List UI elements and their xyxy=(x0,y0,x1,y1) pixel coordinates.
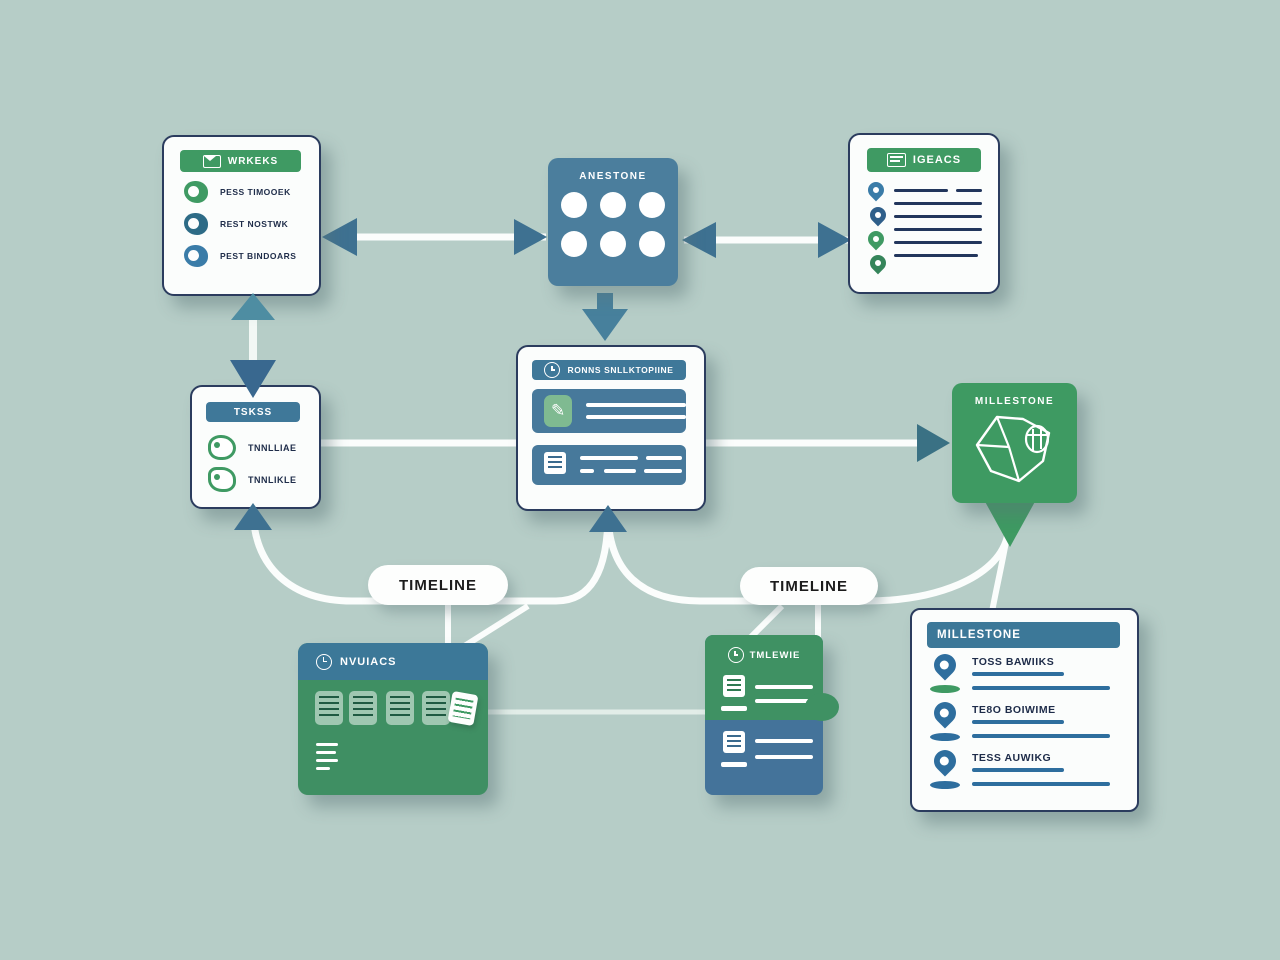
mini-calendar-icon xyxy=(349,691,377,725)
milestone-box-title: ANESTONE xyxy=(579,171,647,182)
document-pencil-icon: ✎ xyxy=(544,395,573,427)
swirl-icon xyxy=(184,245,208,267)
text-line xyxy=(972,768,1064,772)
modules-card-header: NVUIACS xyxy=(298,643,488,680)
swirl-outline-icon xyxy=(208,467,236,492)
arrowhead-right-into-green-milestone xyxy=(917,424,950,462)
pin-icon xyxy=(866,203,890,227)
milestone-list-title: MILLESTONE xyxy=(937,629,1021,641)
text-line xyxy=(956,189,982,192)
timeline-pill-left-label: TIMELINE xyxy=(399,576,477,594)
tasks-card-title: TSKSS xyxy=(233,406,273,418)
milestone-item-title: TESS AUWIKG xyxy=(972,752,1052,764)
mini-calendar-icon xyxy=(386,691,414,725)
text-line xyxy=(894,202,982,205)
timeline-pill-right-label: TIMELINE xyxy=(770,577,848,595)
pin-marker-icon xyxy=(928,697,962,741)
timeline-split-header: TMLEWIE xyxy=(705,647,823,663)
list-item: PESS TIMOOEK xyxy=(184,181,291,203)
milestone-item-title: TE8O BOIWIME xyxy=(972,704,1056,716)
arrowhead-left-into-widgets xyxy=(322,218,357,256)
timeline-split-card[interactable]: TMLEWIE xyxy=(705,635,839,795)
roadmap-card[interactable]: RONNS SNLLKTOPIINE ✎ xyxy=(516,345,706,511)
text-line xyxy=(755,739,813,743)
green-tab-bump xyxy=(805,693,839,721)
swirl-icon xyxy=(184,181,208,203)
arrowhead-left-into-milestone xyxy=(682,222,716,258)
pin-icon xyxy=(866,251,890,275)
clock-icon xyxy=(316,653,332,670)
timeline-split-green-section: TMLEWIE xyxy=(705,635,839,721)
text-line xyxy=(972,672,1064,676)
text-line xyxy=(755,685,813,689)
text-line xyxy=(972,720,1064,724)
list-item: PEST BINDOARS xyxy=(184,245,296,267)
pin-icon xyxy=(864,227,888,251)
text-line xyxy=(894,228,982,231)
green-milestone-box[interactable]: MILLESTONE xyxy=(952,383,1077,503)
tasks-card-header: TSKSS xyxy=(206,402,300,422)
card-icon xyxy=(886,153,906,167)
arrowhead-down-green xyxy=(983,498,1037,547)
clock-icon xyxy=(544,362,561,378)
timeline-split-title: TMLEWIE xyxy=(749,649,801,661)
roadmap-row-2 xyxy=(532,445,686,485)
text-line xyxy=(316,759,338,762)
roadmap-card-header: RONNS SNLLKTOPIINE xyxy=(532,360,686,380)
roadmap-row-1: ✎ xyxy=(532,389,687,433)
arrowhead-down-into-roadmap xyxy=(582,309,628,341)
pin-marker-icon xyxy=(928,745,962,789)
sticky-note-icon xyxy=(447,690,479,727)
modules-card[interactable]: NVUIACS xyxy=(298,643,488,795)
swirl-outline-icon xyxy=(208,435,236,460)
text-line xyxy=(316,767,330,770)
envelope-icon xyxy=(202,154,221,168)
milestone-list-card[interactable]: MILLESTONE TOSS BAWIIKS TE8O BOIWIME TES… xyxy=(910,608,1139,812)
list-item: REST NOSTWK xyxy=(184,213,288,235)
widgets-card-header: WRKEKS xyxy=(180,150,301,172)
text-line xyxy=(972,782,1110,786)
ideas-card-header: IGEACS xyxy=(867,148,981,172)
text-line xyxy=(894,241,982,244)
ideas-card[interactable]: IGEACS xyxy=(848,133,1000,294)
text-line xyxy=(894,215,982,218)
text-line xyxy=(316,743,338,746)
pin-marker-icon xyxy=(928,649,962,693)
calendar-icon xyxy=(723,731,745,753)
clock-icon xyxy=(727,647,744,663)
arrowhead-right-into-milestone xyxy=(514,219,547,255)
swirl-icon xyxy=(184,213,208,235)
list-item: TNNLLIAE xyxy=(208,435,297,460)
text-line xyxy=(972,734,1110,738)
list-item: TNNLIKLE xyxy=(208,467,297,492)
calendar-icon xyxy=(544,451,566,474)
text-line xyxy=(755,755,813,759)
pin-icon xyxy=(864,178,888,202)
gem-icon xyxy=(975,415,1050,483)
milestone-box[interactable]: ANESTONE xyxy=(548,158,678,286)
text-line xyxy=(755,699,813,703)
milestone-list-header: MILLESTONE xyxy=(927,622,1120,648)
mini-calendar-icon xyxy=(315,691,343,725)
roadmap-card-title: RONNS SNLLKTOPIINE xyxy=(567,365,674,375)
calendar-icon xyxy=(723,675,745,697)
text-line xyxy=(894,189,948,192)
timeline-pill-left[interactable]: TIMELINE xyxy=(368,565,508,605)
widgets-card-title: WRKEKS xyxy=(227,155,279,167)
timeline-pill-right[interactable]: TIMELINE xyxy=(740,567,878,605)
arrowhead-right-into-ideas xyxy=(818,222,851,258)
tasks-card[interactable]: TSKSS TNNLLIAE TNNLIKLE xyxy=(190,385,321,509)
mini-calendar-icon xyxy=(422,691,450,725)
milestone-item-title: TOSS BAWIIKS xyxy=(972,656,1055,668)
dots-grid-icon xyxy=(548,192,678,257)
text-line xyxy=(972,686,1110,690)
text-line xyxy=(894,254,978,257)
widgets-card[interactable]: WRKEKS PESS TIMOOEK REST NOSTWK PEST BIN… xyxy=(162,135,321,296)
green-milestone-title: MILLESTONE xyxy=(974,396,1055,407)
arrowhead-up-into-widgets xyxy=(231,293,275,320)
ideas-card-title: IGEACS xyxy=(912,154,962,166)
modules-card-title: NVUIACS xyxy=(340,655,397,668)
text-line xyxy=(316,751,336,754)
